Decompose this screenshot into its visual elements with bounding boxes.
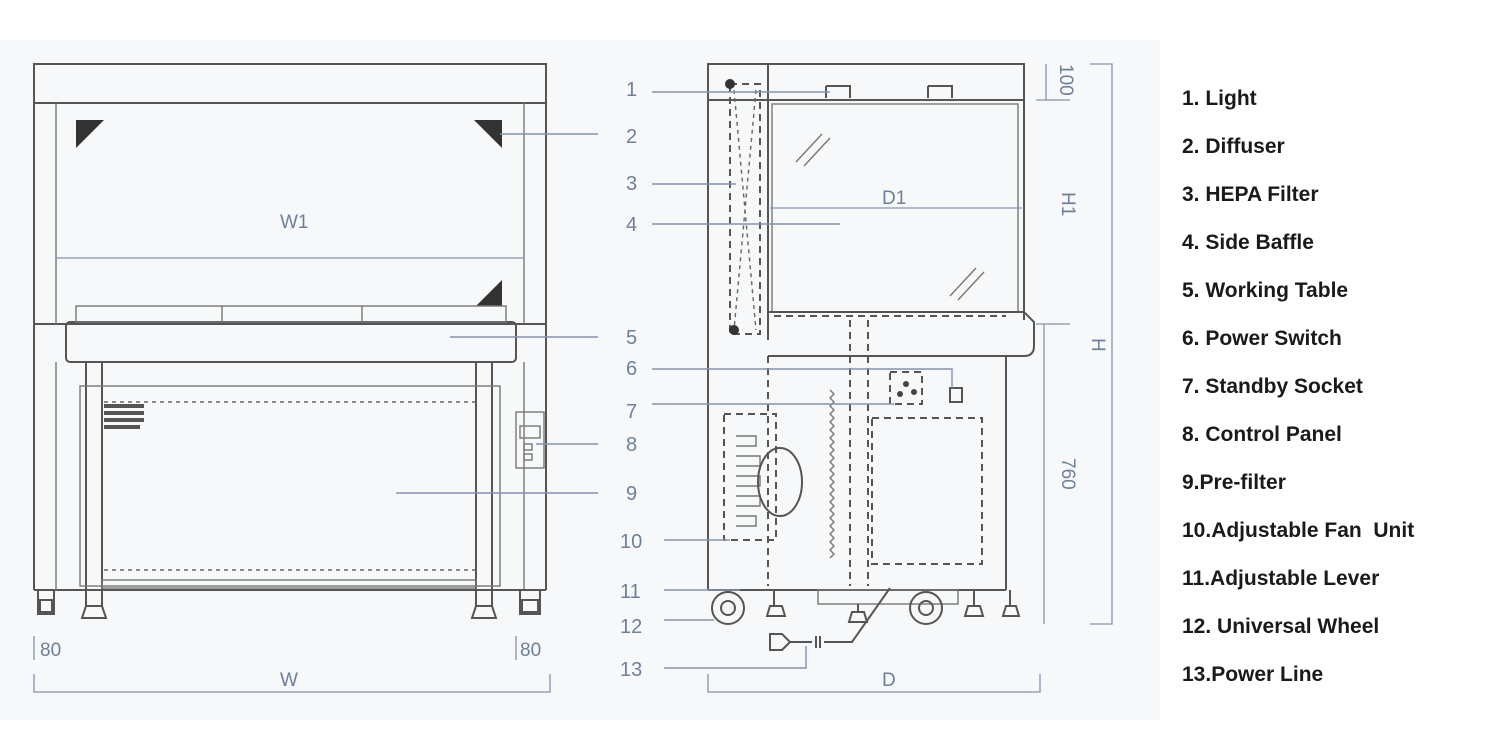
side-view: D1 — [707, 63, 1113, 693]
diffuser-corner-tr — [474, 120, 502, 148]
diffuser-corner-tl — [76, 120, 104, 148]
dim-h1-label: H1 — [1057, 192, 1078, 216]
front-leveler-right — [470, 605, 498, 619]
front-foot-right — [519, 589, 541, 615]
diffuser-corner-br — [476, 280, 502, 306]
dim-w-label: W — [280, 670, 298, 691]
legend-item-4: 4. Side Baffle — [1182, 231, 1314, 254]
side-standby-socket — [889, 371, 923, 405]
side-power-switch — [949, 387, 963, 403]
front-view: W1 — [33, 63, 551, 693]
legend-item-2: 2. Diffuser — [1182, 135, 1285, 158]
side-light-2 — [927, 85, 953, 98]
dim-right-80: 80 — [520, 640, 541, 661]
side-lever-track — [829, 389, 835, 559]
callout-8: 8 — [626, 434, 637, 456]
dim-w1-label: W1 — [280, 212, 309, 233]
callout-9: 9 — [626, 483, 637, 505]
callout-10: 10 — [620, 531, 642, 553]
side-work-table — [768, 311, 1035, 357]
background-wash — [0, 40, 1160, 720]
callout-3: 3 — [626, 173, 637, 195]
legend-item-8: 8. Control Panel — [1182, 423, 1342, 446]
side-hepa-filter — [729, 83, 761, 335]
front-fan-block — [104, 404, 144, 429]
legend-item-3: 3. HEPA Filter — [1182, 183, 1319, 206]
side-leveler-4 — [1001, 590, 1021, 617]
side-fan-unit — [736, 435, 803, 527]
front-leveler-left — [80, 605, 108, 619]
side-leveler-3 — [963, 590, 985, 617]
legend-item-6: 6. Power Switch — [1182, 327, 1342, 350]
legend-item-5: 5. Working Table — [1182, 279, 1348, 302]
side-leveler-1 — [765, 590, 787, 617]
callout-11: 11 — [620, 581, 641, 603]
legend: 1. Light 2. Diffuser 3. HEPA Filter 4. S… — [1182, 87, 1414, 686]
side-power-line — [824, 587, 891, 643]
side-wheel-right — [909, 591, 943, 625]
callout-6: 6 — [626, 358, 637, 380]
dim-d1-label: D1 — [882, 188, 906, 209]
callout-7: 7 — [626, 401, 637, 423]
legend-item-13: 13.Power Line — [1182, 663, 1323, 686]
dim-left-80: 80 — [40, 640, 61, 661]
callout-1: 1 — [626, 79, 637, 101]
legend-item-1: 1. Light — [1182, 87, 1257, 110]
legend-item-7: 7. Standby Socket — [1182, 375, 1363, 398]
legend-item-11: 11.Adjustable Lever — [1182, 567, 1379, 590]
dim-760-label: 760 — [1057, 458, 1078, 490]
callout-13: 13 — [620, 659, 642, 681]
side-wheel-left — [711, 591, 745, 625]
front-hood-frame — [33, 63, 547, 325]
callout-2: 2 — [626, 126, 637, 148]
legend-item-10: 10.Adjustable Fan Unit — [1182, 519, 1414, 542]
front-foot-left — [37, 589, 55, 615]
front-control-panel — [515, 411, 545, 469]
legend-item-12: 12. Universal Wheel — [1182, 615, 1379, 638]
callout-4: 4 — [626, 214, 637, 236]
dim-d-label: D — [882, 670, 896, 691]
callouts: 1 2 3 4 5 6 7 8 9 10 11 12 13 — [396, 79, 953, 681]
callout-5: 5 — [626, 327, 637, 349]
legend-item-9: 9.Pre-filter — [1182, 471, 1286, 494]
callout-12: 12 — [620, 616, 642, 638]
dim-h-label: H — [1087, 338, 1108, 352]
dim-top-100: 100 — [1055, 64, 1076, 96]
